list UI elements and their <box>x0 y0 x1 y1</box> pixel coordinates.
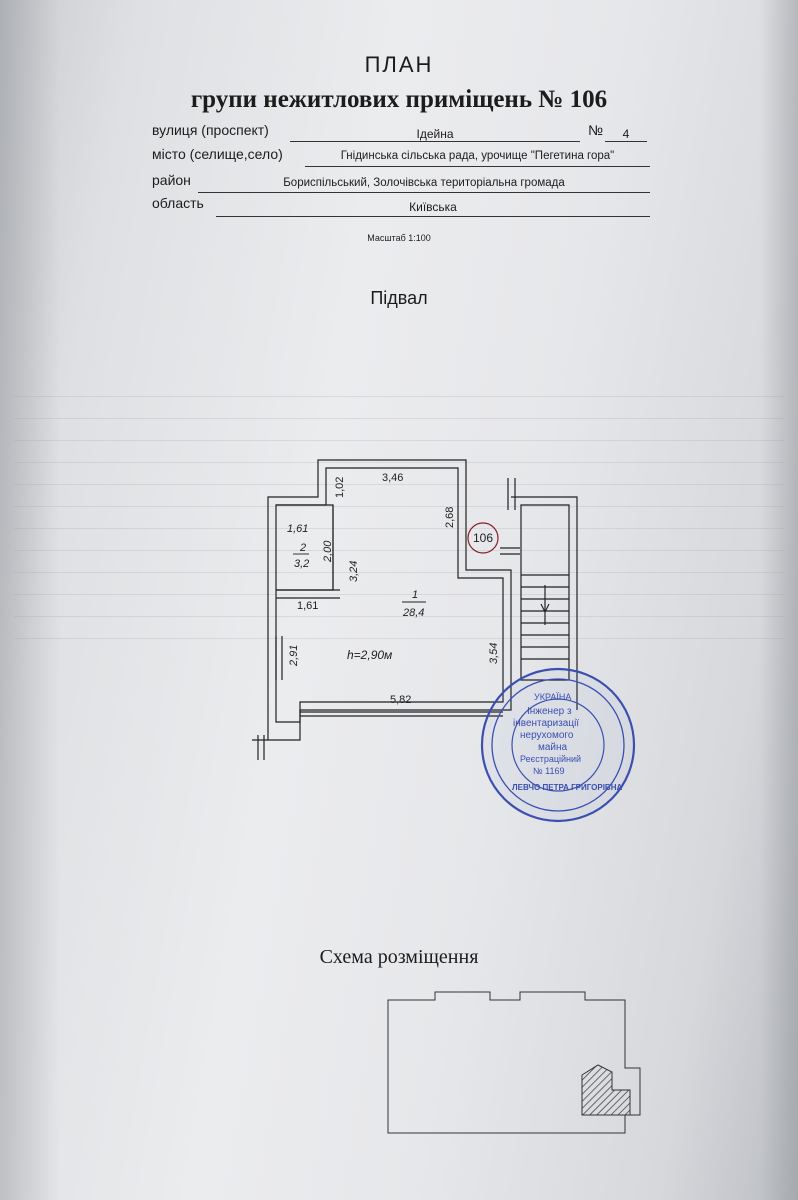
dim-161-bottom: 1,61 <box>297 600 318 612</box>
stamp-line-5: Реєстраційний <box>520 754 581 764</box>
region-underline <box>216 216 650 217</box>
dim-291: 2,91 <box>288 645 300 667</box>
dim-268: 2,68 <box>444 507 456 528</box>
dim-346: 3,46 <box>382 472 403 484</box>
page-title: ПЛАН <box>364 52 434 77</box>
street-value: Ідейна <box>416 127 454 141</box>
scale-note: Масштаб 1:100 <box>367 233 431 243</box>
room-2-area: 3,2 <box>294 558 309 570</box>
district-value: Бориспільський, Золочівська територіальн… <box>283 177 565 189</box>
page-subtitle: групи нежитлових приміщень № 106 <box>190 86 608 113</box>
stamp-line-6: № 1169 <box>533 766 565 776</box>
city-value: Гнідинська сільська рада, урочище "Пегет… <box>340 150 615 162</box>
stamp-country: УКРАЇНА <box>534 692 571 702</box>
region-label: область <box>152 195 204 211</box>
stamp-line-2: інвентаризації <box>513 718 579 729</box>
dim-354: 3,54 <box>488 643 500 664</box>
dim-324: 3,24 <box>348 561 360 582</box>
floor-title: Підвал <box>370 288 428 308</box>
room-1-number: 1 <box>412 589 418 601</box>
number-label: № <box>588 122 604 138</box>
stamp-line-3: нерухомого <box>520 730 574 741</box>
ceiling-height: h=2,90м <box>347 648 392 662</box>
unit-location-hatch <box>581 1064 631 1116</box>
stair-arrow <box>540 603 550 613</box>
unit-number-circle <box>467 522 499 554</box>
dim-102: 1,02 <box>334 477 346 498</box>
dim-582: 5,82 <box>390 694 411 706</box>
number-value: 4 <box>622 127 630 141</box>
dim-200: 2,00 <box>322 540 334 563</box>
floor-plan-walls <box>252 459 578 760</box>
region-value: Київська <box>409 200 457 214</box>
room-2-number: 2 <box>299 542 306 554</box>
stamp-line-1: Інженер з <box>527 706 572 717</box>
page-shadow-left <box>0 0 60 1200</box>
schema-title: Схема розміщення <box>319 946 479 968</box>
district-label: район <box>152 172 191 188</box>
unit-number: 106 <box>473 531 493 545</box>
official-stamp: УКРАЇНА Інженер з інвентаризації нерухом… <box>480 667 636 823</box>
city-label: місто (селище,село) <box>152 146 283 162</box>
page-edge-right <box>760 0 798 1200</box>
street-label: вулиця (проспект) <box>152 122 269 138</box>
building-outline <box>387 991 641 1134</box>
street-underline <box>290 141 580 142</box>
city-underline <box>305 166 650 167</box>
stamp-name: ЛЕВЧО ПЕТРА ГРИГОРІВНА <box>512 783 622 792</box>
number-underline <box>605 141 647 142</box>
dim-161-top: 1,61 <box>287 523 308 535</box>
stamp-line-4: майна <box>538 742 568 753</box>
room-1-area: 28,4 <box>402 607 424 619</box>
show-through-lines <box>14 380 784 660</box>
district-underline <box>198 192 650 193</box>
